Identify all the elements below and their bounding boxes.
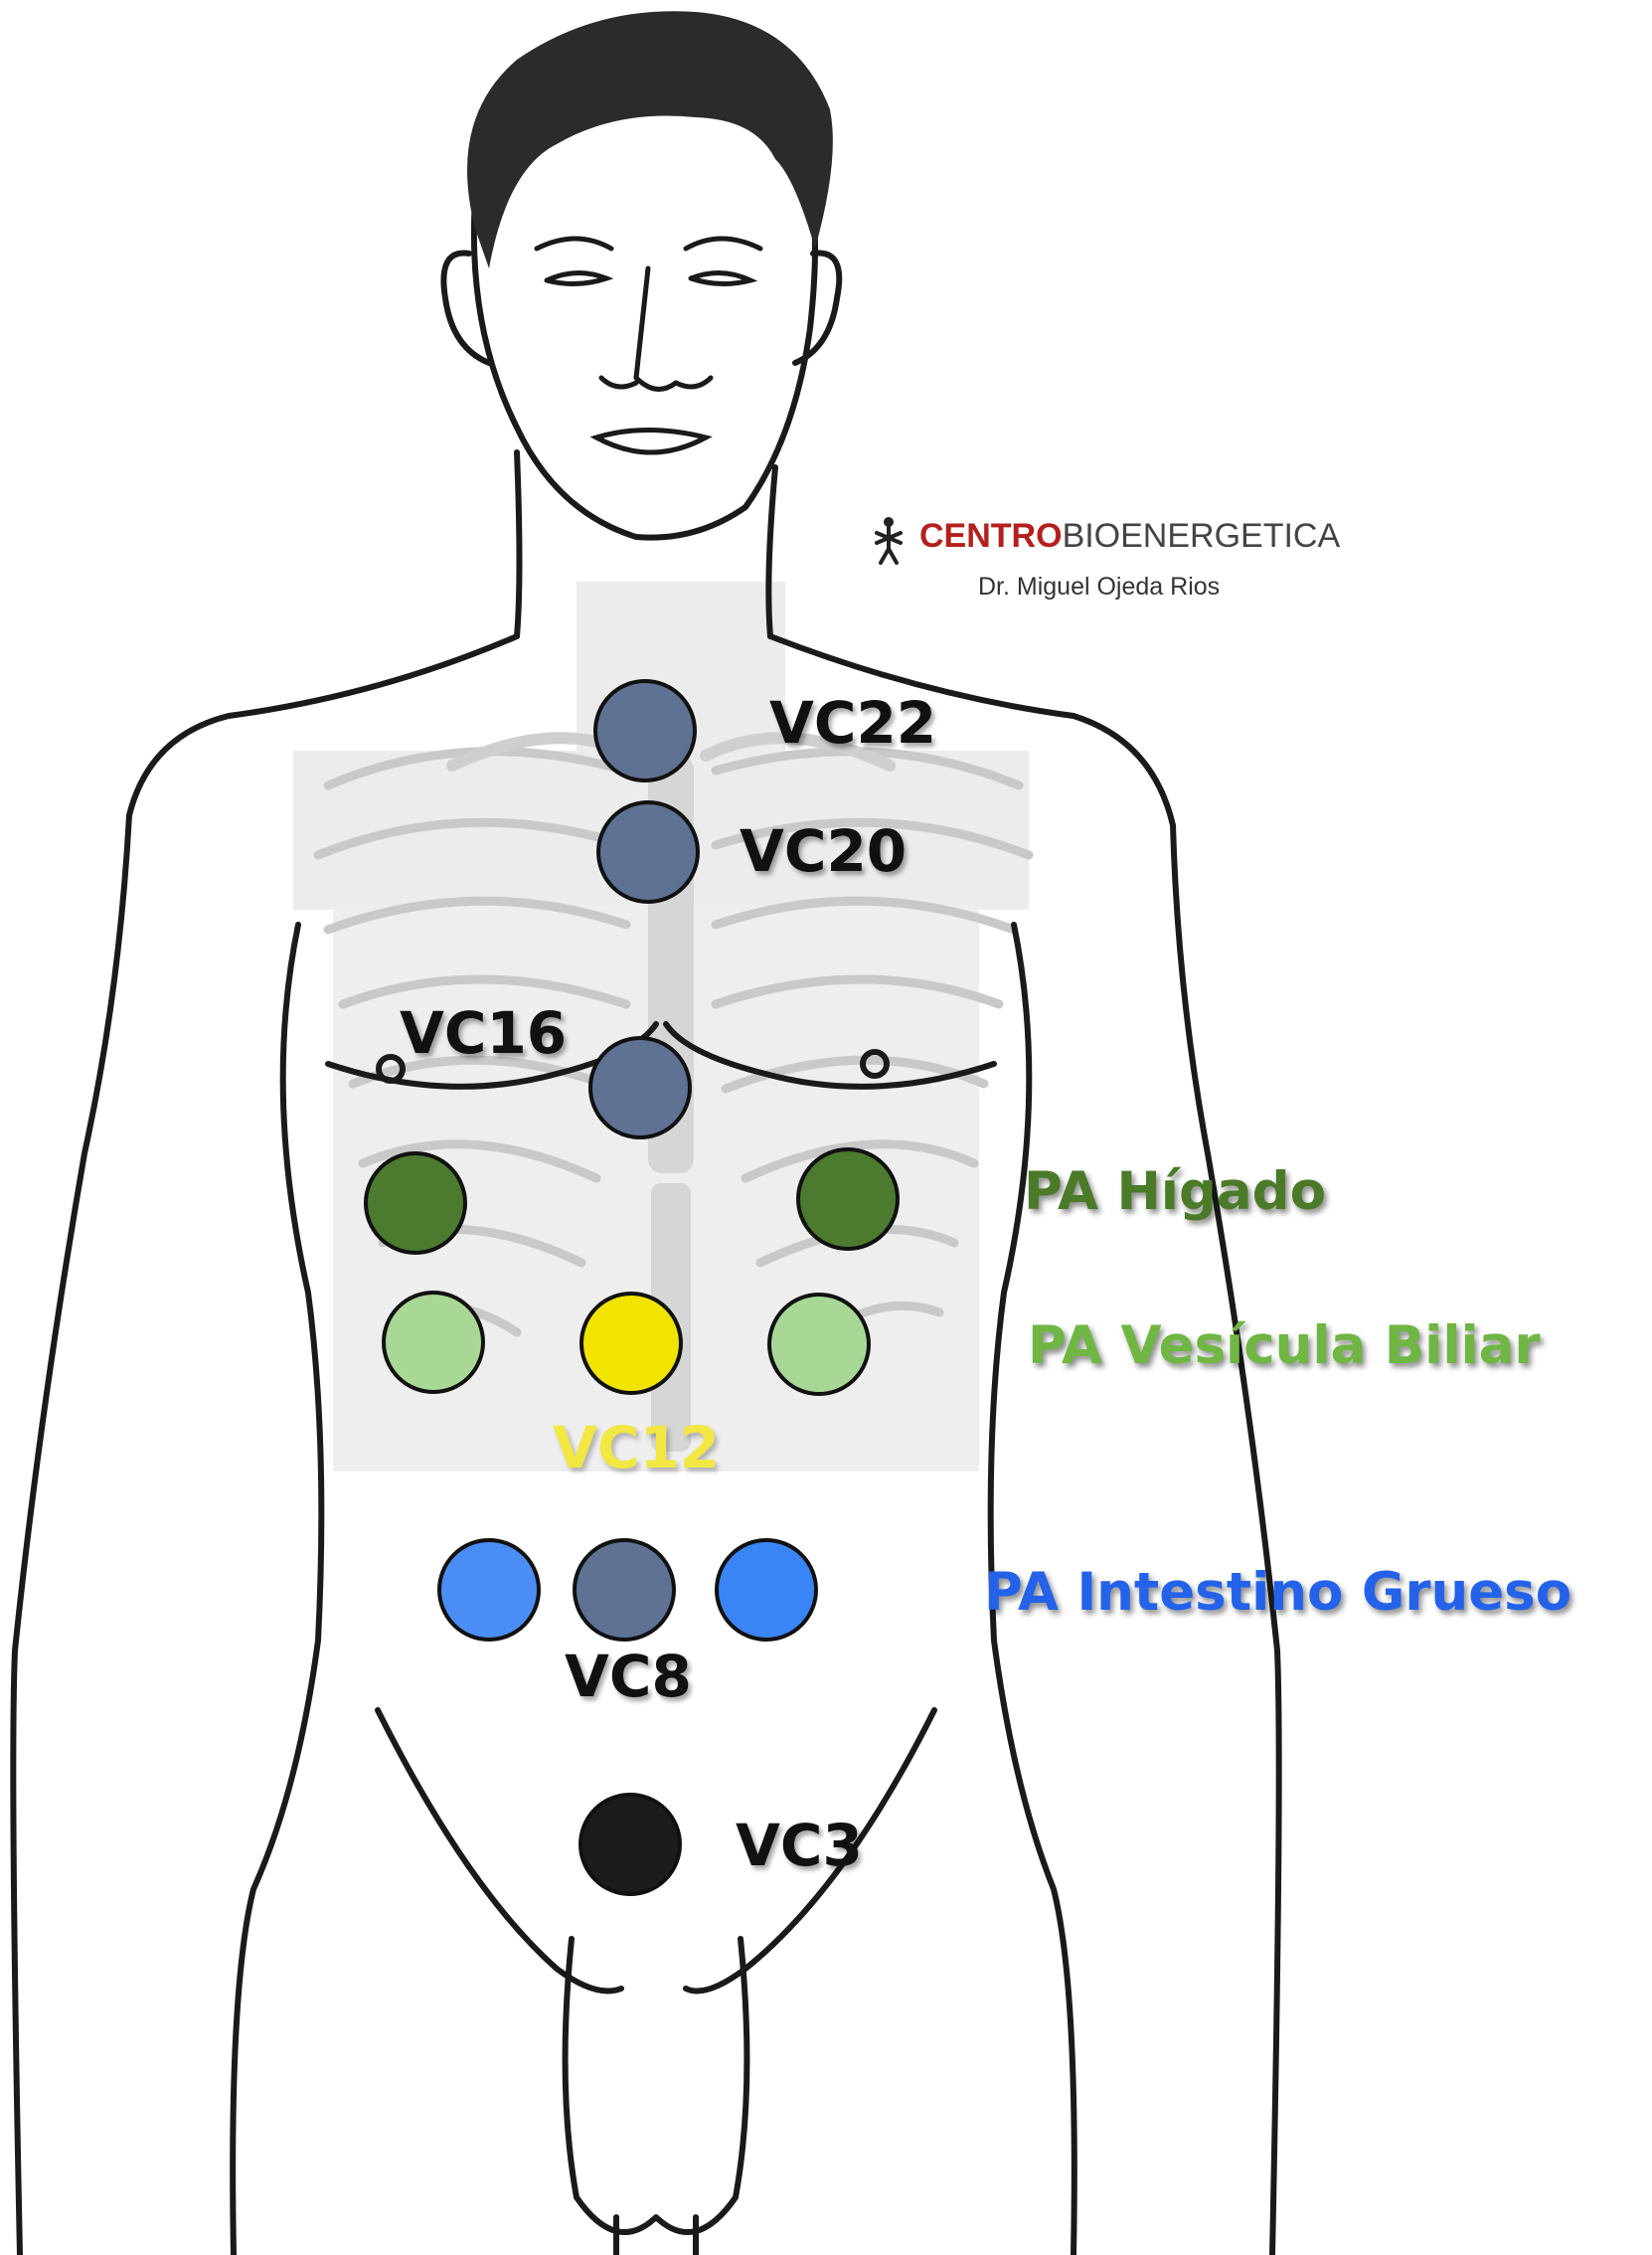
label-pa-vesicula: PA Vesícula Biliar [1028,1319,1541,1372]
label-vc22: VC22 [769,694,936,752]
point-higado-right[interactable] [798,1149,898,1249]
point-vc8[interactable] [575,1540,674,1640]
point-vc16[interactable] [590,1038,690,1137]
point-vc3[interactable] [580,1795,680,1894]
point-vesicula-left[interactable] [384,1293,483,1392]
label-vc16: VC16 [400,1004,567,1062]
label-vc12: VC12 [553,1419,720,1476]
label-vc20: VC20 [740,822,907,880]
point-intestino-right[interactable] [717,1540,816,1640]
point-vc20[interactable] [598,802,698,902]
doctor-name: Dr. Miguel Ojeda Rios [978,573,1220,602]
point-vesicula-right[interactable] [769,1295,869,1394]
brand-name-part2: BIOENERGETICA [1063,517,1341,555]
brand-logo [867,515,910,565]
point-vc22[interactable] [595,681,695,781]
brand-name: CENTROBIOENERGETICA [919,517,1340,556]
label-vc3: VC3 [736,1817,863,1874]
label-pa-higado: PA Hígado [1024,1165,1326,1218]
label-vc8: VC8 [565,1648,692,1705]
label-pa-intestino: PA Intestino Grueso [984,1566,1571,1619]
point-vc12[interactable] [581,1294,681,1393]
acupuncture-figure-icon [867,515,910,565]
point-intestino-left[interactable] [439,1540,539,1640]
point-higado-left[interactable] [366,1153,465,1253]
brand-name-part1: CENTRO [919,517,1063,555]
